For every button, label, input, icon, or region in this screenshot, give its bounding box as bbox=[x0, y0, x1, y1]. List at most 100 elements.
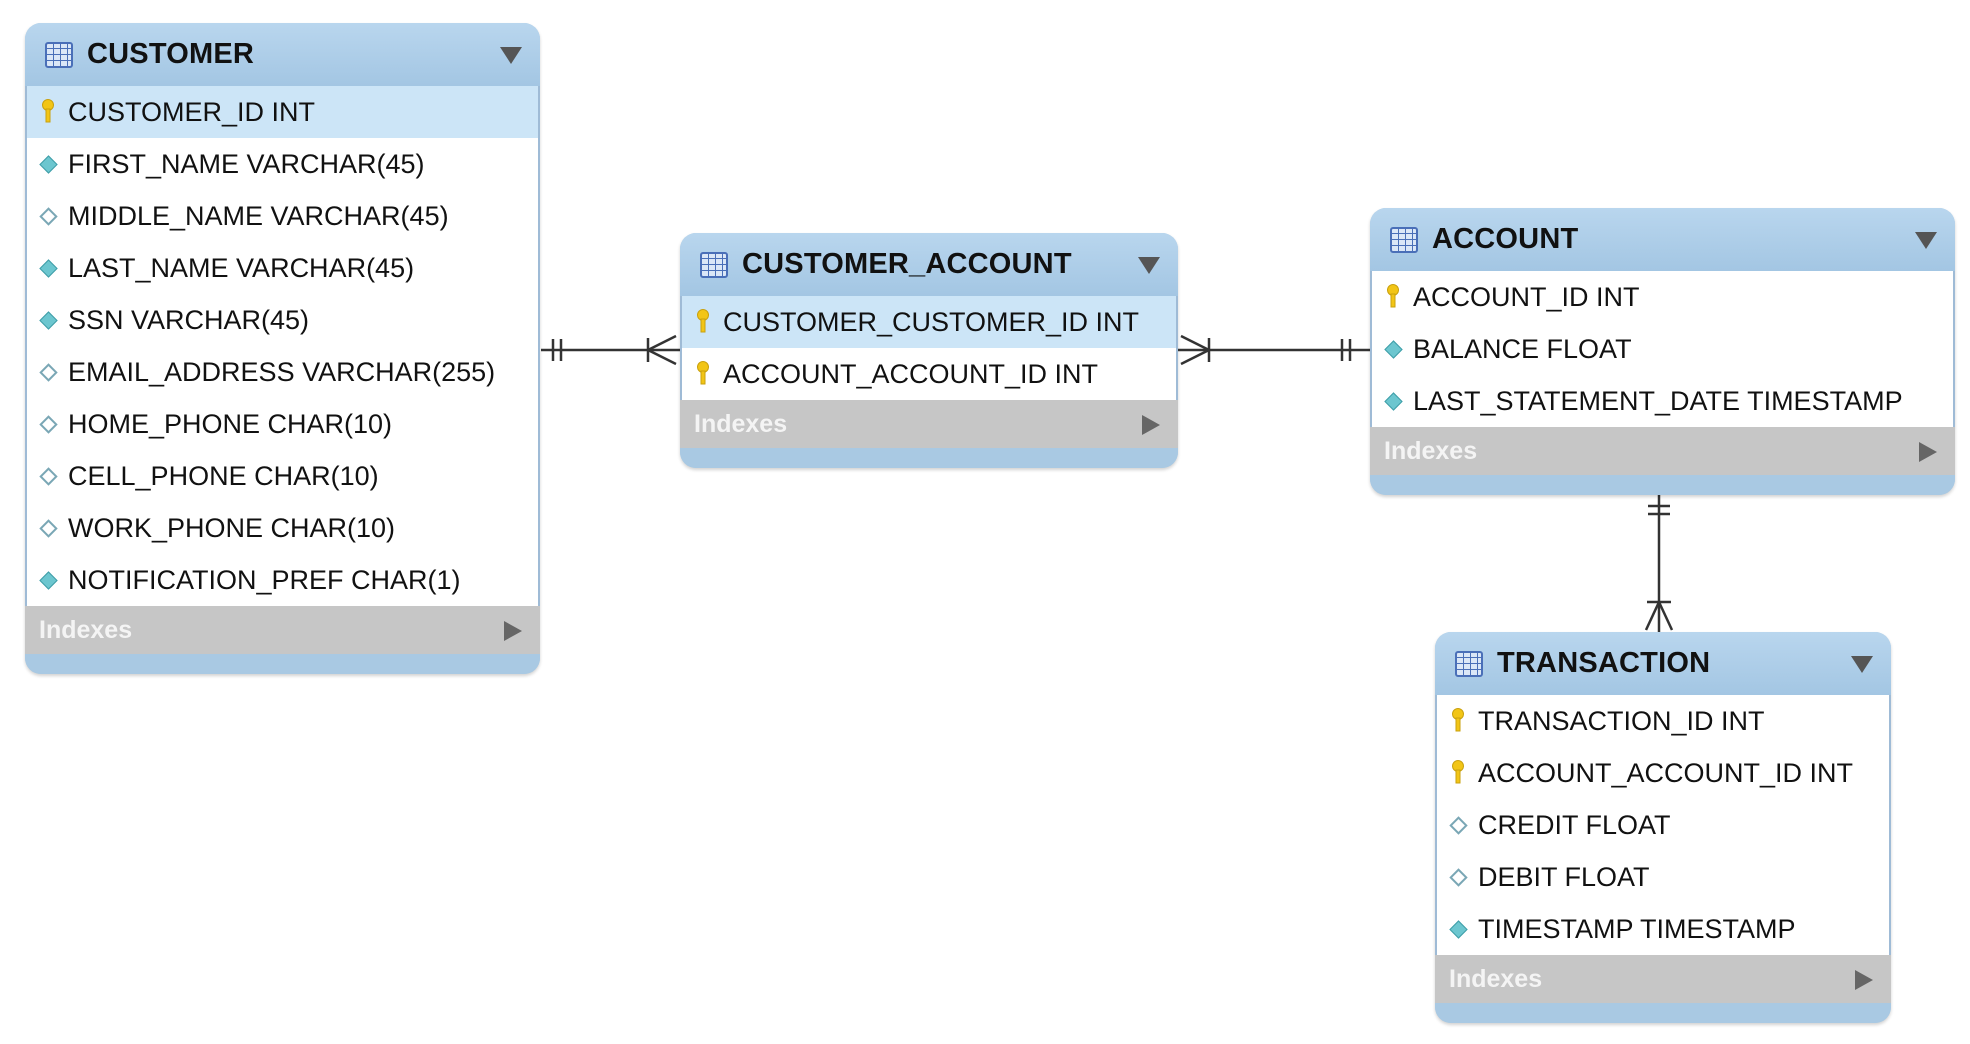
column-list: CUSTOMER_ID INT FIRST_NAME VARCHAR(45) M… bbox=[25, 86, 540, 606]
column-label: SSN VARCHAR(45) bbox=[68, 304, 310, 335]
filled-diamond-icon bbox=[1383, 387, 1403, 415]
column-label: DEBIT FLOAT bbox=[1478, 861, 1650, 892]
indexes-bar[interactable]: Indexes bbox=[680, 400, 1178, 448]
entity-header[interactable]: CUSTOMER bbox=[25, 23, 540, 86]
entity-customer-account[interactable]: CUSTOMER_ACCOUNT CUSTOMER_CUSTOMER_ID IN… bbox=[680, 233, 1178, 468]
column-label: EMAIL_ADDRESS VARCHAR(255) bbox=[68, 356, 496, 387]
column-label: CUSTOMER_ID INT bbox=[68, 96, 316, 127]
column-row[interactable]: SSN VARCHAR(45) bbox=[27, 294, 538, 346]
key-icon bbox=[1383, 283, 1403, 311]
indexes-bar[interactable]: Indexes bbox=[25, 606, 540, 654]
column-list: ACCOUNT_ID INT BALANCE FLOAT LAST_STATEM… bbox=[1370, 271, 1955, 427]
column-row[interactable]: TIMESTAMP TIMESTAMP bbox=[1437, 903, 1889, 955]
indexes-label: Indexes bbox=[1384, 436, 1478, 465]
relationship-account-transaction bbox=[1644, 494, 1674, 632]
column-label: FIRST_NAME VARCHAR(45) bbox=[68, 148, 425, 179]
collapse-arrow-icon[interactable] bbox=[1915, 232, 1937, 249]
column-row[interactable]: ACCOUNT_ID INT bbox=[1372, 271, 1953, 323]
table-icon bbox=[1390, 226, 1418, 253]
indexes-label: Indexes bbox=[1449, 964, 1543, 993]
hollow-diamond-icon bbox=[38, 410, 58, 438]
column-row[interactable]: EMAIL_ADDRESS VARCHAR(255) bbox=[27, 346, 538, 398]
column-label: CELL_PHONE CHAR(10) bbox=[68, 460, 379, 491]
collapse-arrow-icon[interactable] bbox=[1851, 656, 1873, 673]
column-row[interactable]: CELL_PHONE CHAR(10) bbox=[27, 450, 538, 502]
entity-title: CUSTOMER bbox=[87, 38, 255, 70]
table-icon bbox=[45, 41, 73, 68]
filled-diamond-icon bbox=[38, 306, 58, 334]
entity-footer bbox=[25, 654, 540, 674]
expand-arrow-icon[interactable] bbox=[1142, 415, 1160, 435]
indexes-bar[interactable]: Indexes bbox=[1370, 427, 1955, 475]
column-label: MIDDLE_NAME VARCHAR(45) bbox=[68, 200, 449, 231]
indexes-bar[interactable]: Indexes bbox=[1435, 955, 1891, 1003]
column-list: TRANSACTION_ID INT ACCOUNT_ACCOUNT_ID IN… bbox=[1435, 695, 1891, 955]
column-label: LAST_NAME VARCHAR(45) bbox=[68, 252, 415, 283]
entity-account[interactable]: ACCOUNT ACCOUNT_ID INT BALANCE FLOAT LAS… bbox=[1370, 208, 1955, 495]
filled-diamond-icon bbox=[1448, 915, 1468, 943]
expand-arrow-icon[interactable] bbox=[504, 621, 522, 641]
entity-title: CUSTOMER_ACCOUNT bbox=[742, 248, 1072, 280]
entity-header[interactable]: CUSTOMER_ACCOUNT bbox=[680, 233, 1178, 296]
column-label: WORK_PHONE CHAR(10) bbox=[68, 512, 396, 543]
indexes-label: Indexes bbox=[39, 615, 133, 644]
entity-title: ACCOUNT bbox=[1432, 223, 1579, 255]
hollow-diamond-icon bbox=[38, 514, 58, 542]
filled-diamond-icon bbox=[38, 566, 58, 594]
column-row[interactable]: HOME_PHONE CHAR(10) bbox=[27, 398, 538, 450]
filled-diamond-icon bbox=[1383, 335, 1403, 363]
entity-header[interactable]: TRANSACTION bbox=[1435, 632, 1891, 695]
table-icon bbox=[1455, 650, 1483, 677]
relationship-customer-customer-account bbox=[541, 334, 680, 366]
key-icon bbox=[1448, 759, 1468, 787]
entity-title: TRANSACTION bbox=[1497, 647, 1711, 679]
entity-header[interactable]: ACCOUNT bbox=[1370, 208, 1955, 271]
hollow-diamond-icon bbox=[1448, 863, 1468, 891]
column-row[interactable]: CUSTOMER_CUSTOMER_ID INT bbox=[682, 296, 1176, 348]
column-list: CUSTOMER_CUSTOMER_ID INT ACCOUNT_ACCOUNT… bbox=[680, 296, 1178, 400]
entity-footer bbox=[1435, 1003, 1891, 1023]
entity-transaction[interactable]: TRANSACTION TRANSACTION_ID INT ACCOUNT_A… bbox=[1435, 632, 1891, 1023]
column-row[interactable]: ACCOUNT_ACCOUNT_ID INT bbox=[682, 348, 1176, 400]
filled-diamond-icon bbox=[38, 150, 58, 178]
entity-footer bbox=[680, 448, 1178, 468]
key-icon bbox=[693, 308, 713, 336]
column-row[interactable]: LAST_STATEMENT_DATE TIMESTAMP bbox=[1372, 375, 1953, 427]
column-row[interactable]: TRANSACTION_ID INT bbox=[1437, 695, 1889, 747]
key-icon bbox=[1448, 707, 1468, 735]
collapse-arrow-icon[interactable] bbox=[500, 47, 522, 64]
hollow-diamond-icon bbox=[38, 202, 58, 230]
column-label: ACCOUNT_ACCOUNT_ID INT bbox=[723, 358, 1099, 389]
collapse-arrow-icon[interactable] bbox=[1138, 257, 1160, 274]
column-label: LAST_STATEMENT_DATE TIMESTAMP bbox=[1413, 385, 1903, 416]
column-row[interactable]: CREDIT FLOAT bbox=[1437, 799, 1889, 851]
hollow-diamond-icon bbox=[38, 358, 58, 386]
column-label: BALANCE FLOAT bbox=[1413, 333, 1632, 364]
column-row[interactable]: ACCOUNT_ACCOUNT_ID INT bbox=[1437, 747, 1889, 799]
expand-arrow-icon[interactable] bbox=[1919, 442, 1937, 462]
expand-arrow-icon[interactable] bbox=[1855, 970, 1873, 990]
column-row[interactable]: MIDDLE_NAME VARCHAR(45) bbox=[27, 190, 538, 242]
column-label: HOME_PHONE CHAR(10) bbox=[68, 408, 393, 439]
column-row[interactable]: FIRST_NAME VARCHAR(45) bbox=[27, 138, 538, 190]
relationship-account-customer-account bbox=[1178, 334, 1370, 366]
indexes-label: Indexes bbox=[694, 409, 788, 438]
column-row[interactable]: CUSTOMER_ID INT bbox=[27, 86, 538, 138]
hollow-diamond-icon bbox=[1448, 811, 1468, 839]
filled-diamond-icon bbox=[38, 254, 58, 282]
column-row[interactable]: BALANCE FLOAT bbox=[1372, 323, 1953, 375]
column-row[interactable]: NOTIFICATION_PREF CHAR(1) bbox=[27, 554, 538, 606]
column-row[interactable]: LAST_NAME VARCHAR(45) bbox=[27, 242, 538, 294]
column-label: CUSTOMER_CUSTOMER_ID INT bbox=[723, 306, 1140, 337]
entity-customer[interactable]: CUSTOMER CUSTOMER_ID INT FIRST_NAME VARC… bbox=[25, 23, 540, 674]
hollow-diamond-icon bbox=[38, 462, 58, 490]
column-label: NOTIFICATION_PREF CHAR(1) bbox=[68, 564, 461, 595]
column-label: TRANSACTION_ID INT bbox=[1478, 705, 1765, 736]
entity-footer bbox=[1370, 475, 1955, 495]
column-row[interactable]: WORK_PHONE CHAR(10) bbox=[27, 502, 538, 554]
key-icon bbox=[693, 360, 713, 388]
column-row[interactable]: DEBIT FLOAT bbox=[1437, 851, 1889, 903]
column-label: ACCOUNT_ID INT bbox=[1413, 281, 1640, 312]
column-label: CREDIT FLOAT bbox=[1478, 809, 1671, 840]
